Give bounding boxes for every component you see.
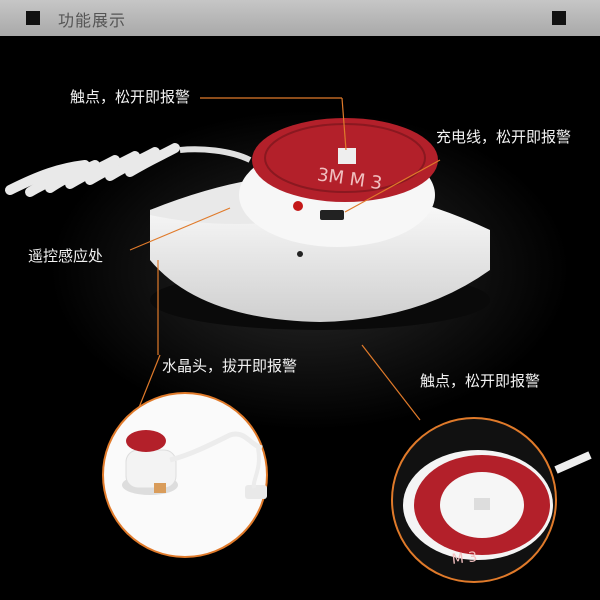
status-led: [293, 201, 303, 211]
header-square-icon-left: [26, 11, 40, 25]
cable-lead: [179, 146, 252, 163]
usb-port: [320, 210, 344, 220]
callout-contact-bottom: 触点，松开即报警: [420, 372, 541, 390]
coiled-cable: [5, 143, 180, 197]
adhesive-ring: [264, 123, 426, 193]
contact-point: [338, 148, 356, 164]
callout-charge-cable: 充电线，松开即报警: [436, 128, 572, 146]
svg-text:M 3: M 3: [451, 549, 478, 568]
header-background: [0, 0, 600, 36]
sensor-dot: [297, 251, 303, 257]
inset-device-small: [122, 430, 267, 499]
callout-lines: [129, 97, 441, 431]
callout-contact-top: 触点，松开即报警: [70, 88, 191, 106]
inset-puck-underside: M 3: [403, 450, 592, 568]
callout-remote-sensor: 遥控感应处: [28, 247, 104, 265]
header-bar: 功能展示: [0, 0, 600, 36]
header-title: 功能展示: [58, 11, 127, 30]
header-square-icon-right: [552, 11, 566, 25]
callout-crystal-head: 水晶头，拔开即报警: [162, 357, 298, 375]
